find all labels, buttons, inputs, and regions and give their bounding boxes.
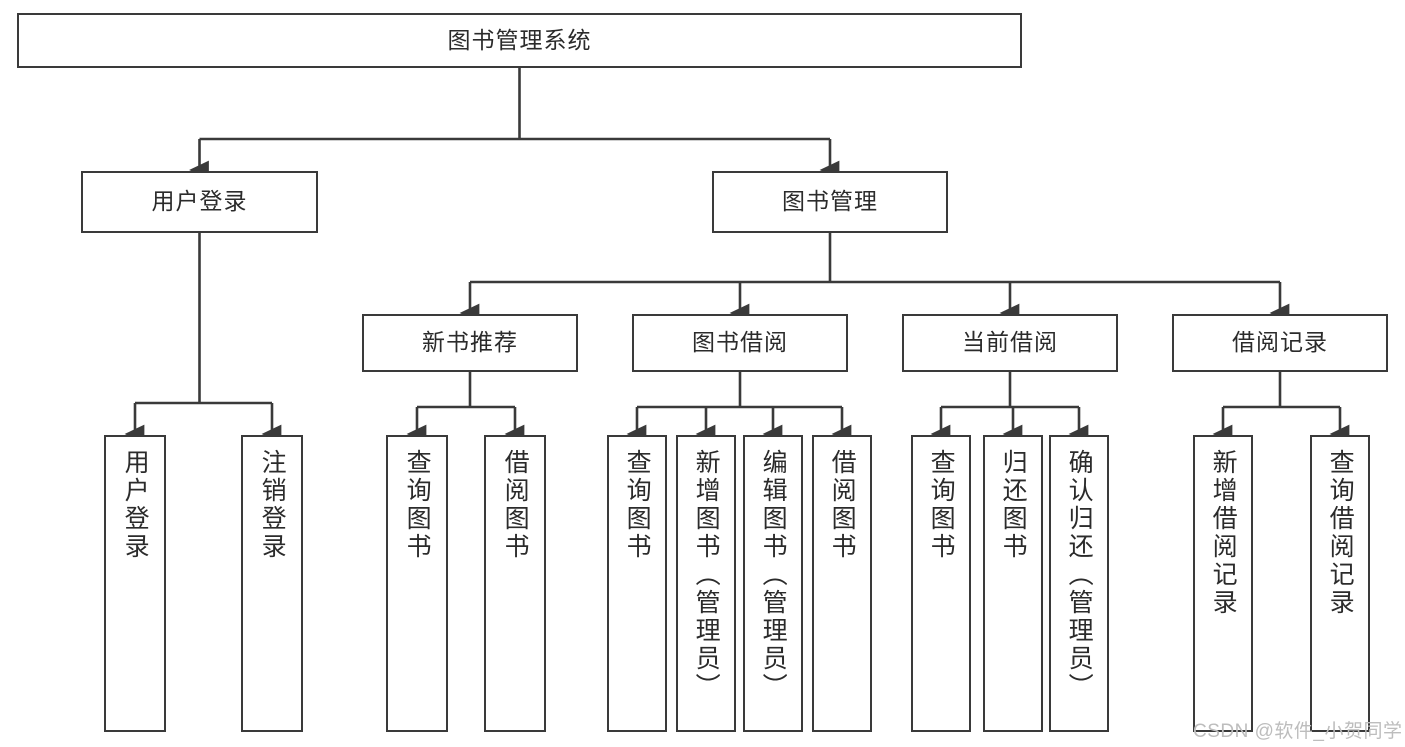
node-borrow-record[interactable]: 借阅记录 (1172, 314, 1388, 372)
leaf-user-login-label: 用户登录 (121, 449, 150, 561)
leaf-query-book-current-label: 查询图书 (927, 449, 956, 561)
node-root[interactable]: 图书管理系统 (17, 13, 1022, 68)
node-current-borrow-label: 当前借阅 (962, 329, 1058, 356)
leaf-borrow-book-recommend[interactable]: 借阅图书 (484, 435, 546, 732)
node-borrow-record-label: 借阅记录 (1232, 329, 1328, 356)
csdn-watermark: CSDN @软件_小贺同学 (1193, 721, 1403, 742)
node-book-borrow[interactable]: 图书借阅 (632, 314, 848, 372)
leaf-add-book-admin[interactable]: 新增图书（管理员） (676, 435, 736, 732)
node-new-book-recommend[interactable]: 新书推荐 (362, 314, 578, 372)
leaf-edit-book-admin-label: 编辑图书（管理员） (759, 449, 788, 701)
node-new-book-recommend-label: 新书推荐 (422, 329, 518, 356)
node-user-login-label: 用户登录 (151, 188, 248, 215)
leaf-add-borrow-record-label: 新增借阅记录 (1209, 449, 1238, 617)
leaf-query-borrow-record[interactable]: 查询借阅记录 (1310, 435, 1370, 732)
leaf-edit-book-admin[interactable]: 编辑图书（管理员） (743, 435, 803, 732)
leaf-borrow-book-label: 借阅图书 (828, 449, 857, 561)
node-current-borrow[interactable]: 当前借阅 (902, 314, 1118, 372)
leaf-borrow-book-recommend-label: 借阅图书 (501, 449, 530, 561)
leaf-query-book-recommend-label: 查询图书 (403, 449, 432, 561)
leaf-query-borrow-record-label: 查询借阅记录 (1326, 449, 1355, 617)
leaf-query-book-borrow-label: 查询图书 (623, 449, 652, 561)
node-user-login[interactable]: 用户登录 (81, 171, 318, 233)
leaf-return-book[interactable]: 归还图书 (983, 435, 1043, 732)
leaf-query-book-current[interactable]: 查询图书 (911, 435, 971, 732)
leaf-user-login[interactable]: 用户登录 (104, 435, 166, 732)
leaf-add-book-admin-label: 新增图书（管理员） (692, 449, 721, 701)
leaf-query-book-borrow[interactable]: 查询图书 (607, 435, 667, 732)
leaf-add-borrow-record[interactable]: 新增借阅记录 (1193, 435, 1253, 732)
leaf-user-logout[interactable]: 注销登录 (241, 435, 303, 732)
leaf-confirm-return-admin-label: 确认归还（管理员） (1065, 449, 1094, 701)
leaf-return-book-label: 归还图书 (999, 449, 1028, 561)
leaf-confirm-return-admin[interactable]: 确认归还（管理员） (1049, 435, 1109, 732)
leaf-user-logout-label: 注销登录 (258, 449, 287, 561)
node-book-management[interactable]: 图书管理 (712, 171, 948, 233)
leaf-borrow-book[interactable]: 借阅图书 (812, 435, 872, 732)
node-root-label: 图书管理系统 (447, 26, 592, 53)
node-book-management-label: 图书管理 (782, 188, 878, 215)
leaf-query-book-recommend[interactable]: 查询图书 (386, 435, 448, 732)
node-book-borrow-label: 图书借阅 (692, 329, 788, 356)
